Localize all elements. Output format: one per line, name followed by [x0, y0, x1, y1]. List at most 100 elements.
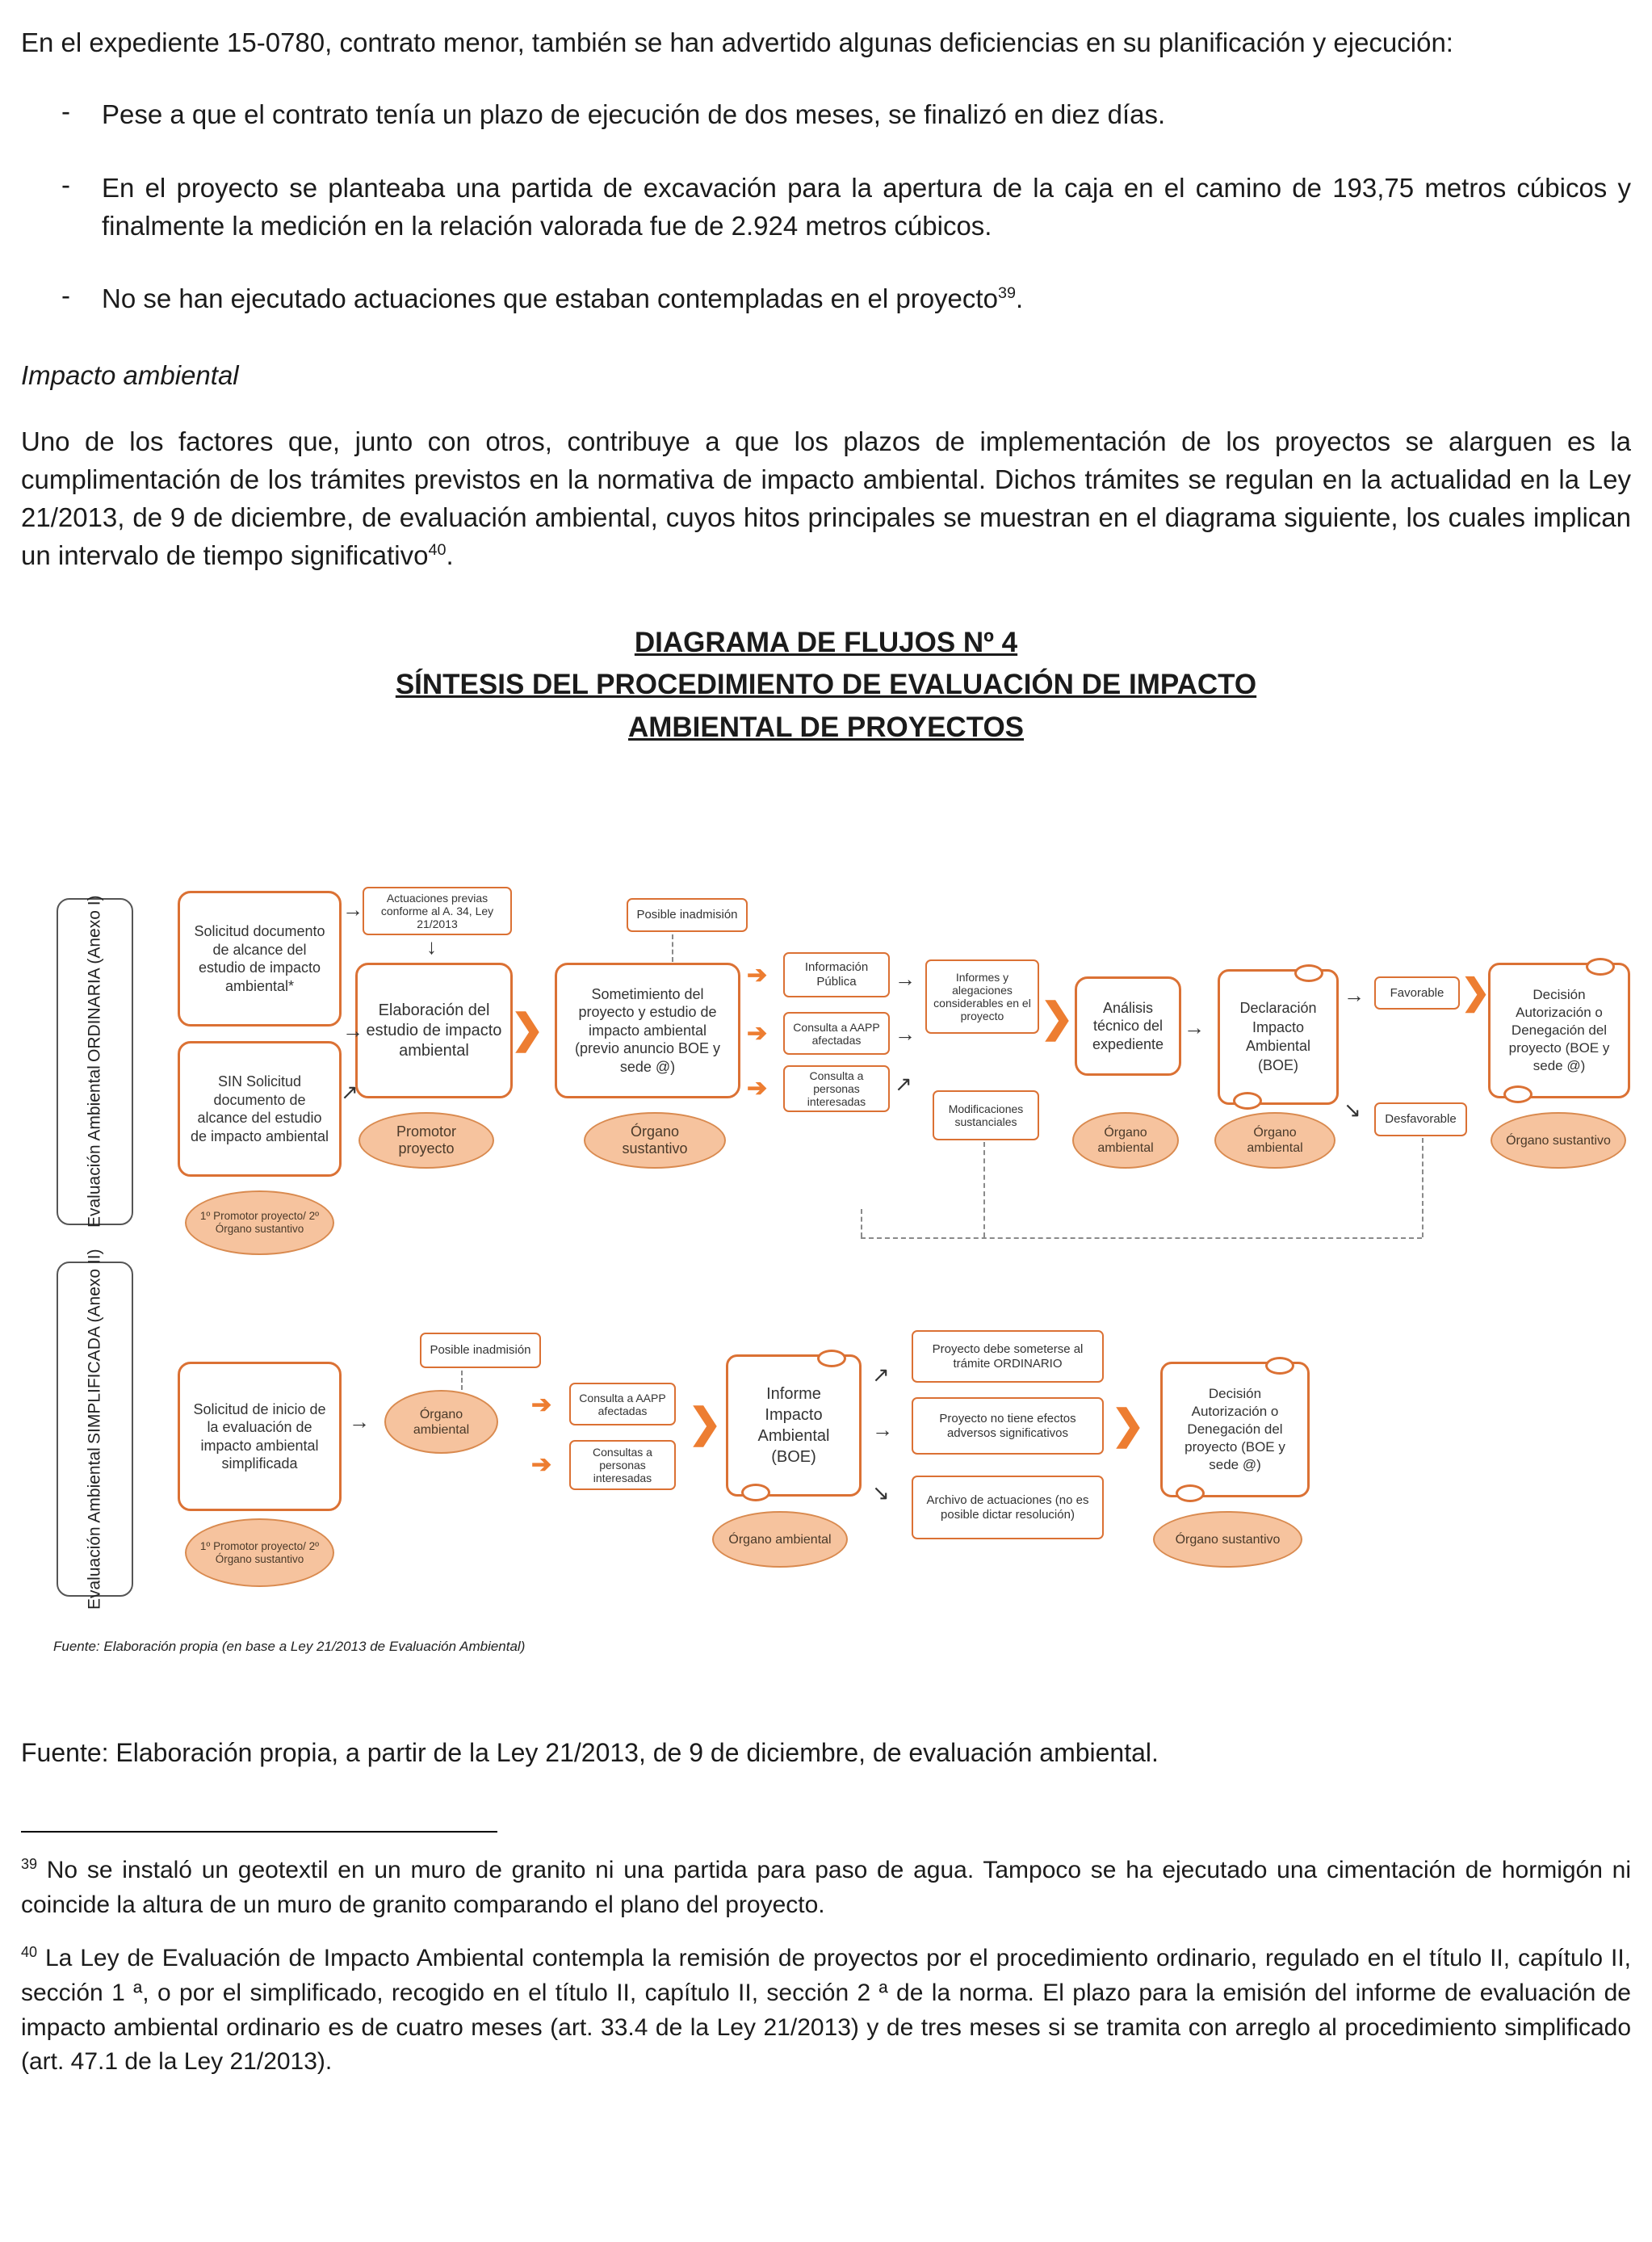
node-organo-ambiental-4: Órgano ambiental — [712, 1511, 848, 1568]
chevron-arrow-icon: ❯ — [1461, 972, 1491, 1013]
node-consulta-aapp-2: Consulta a AAPP afectadas — [569, 1383, 676, 1426]
black-arrow-icon: → — [895, 967, 916, 992]
node-sin-solicitud: SIN Solicitud documento de alcance del e… — [178, 1041, 342, 1178]
node-organo-sustantivo-3: Órgano sustantivo — [1153, 1511, 1302, 1568]
paragraph-intro: En el expediente 15-0780, contrato menor… — [21, 24, 1631, 62]
orange-arrow-icon: ➔ — [747, 962, 768, 989]
node-promotor-organo-1: 1º Promotor proyecto/ 2º Órgano sustanti… — [185, 1190, 334, 1256]
bullet-marker: - — [61, 95, 70, 126]
period: . — [446, 540, 454, 570]
black-arrow-icon: → — [872, 1417, 893, 1442]
bullet-text-3: No se han ejecutado actuaciones que esta… — [102, 280, 1631, 318]
black-arrow-icon: → — [342, 897, 363, 922]
dashed-connector — [861, 1237, 1422, 1240]
bullet-text-3-body: No se han ejecutado actuaciones que esta… — [102, 283, 998, 314]
node-archivo-actuaciones: Archivo de actuaciones (no es posible di… — [912, 1476, 1104, 1540]
figure-title-line-2: SÍNTESIS DEL PROCEDIMIENTO DE EVALUACIÓN… — [395, 669, 1257, 701]
bullet-text-2: En el proyecto se planteaba una partida … — [102, 172, 1631, 241]
black-arrow-icon: → — [1344, 983, 1365, 1008]
node-informacion-publica: Información Pública — [783, 952, 890, 998]
footnote-40-text: La Ley de Evaluación de Impacto Ambienta… — [21, 1945, 1632, 2076]
paragraph-impacto: Uno de los factores que, junto con otros… — [21, 423, 1631, 574]
bullet-marker: - — [61, 280, 70, 311]
list-item: - No se han ejecutado actuaciones que es… — [21, 280, 1631, 318]
node-consultas-personas-2: Consultas a personas interesadas — [569, 1440, 676, 1491]
black-arrow-icon: ↗ — [872, 1362, 890, 1388]
node-actuaciones-previas: Actuaciones previas conforme al A. 34, L… — [363, 887, 512, 936]
black-arrow-icon: → — [349, 1409, 370, 1434]
chevron-arrow-icon: ❯ — [510, 1006, 544, 1052]
node-consulta-personas-1: Consulta a personas interesadas — [783, 1065, 890, 1113]
node-promotor-organo-2: 1º Promotor proyecto/ 2º Órgano sustanti… — [185, 1518, 334, 1588]
dashed-connector — [461, 1371, 463, 1391]
black-arrow-icon: ↗ — [341, 1080, 358, 1105]
node-organo-ambiental-3: Órgano ambiental — [384, 1390, 498, 1455]
node-decision-2: Decisión Autorización o Denegación del p… — [1160, 1357, 1310, 1503]
footnote-39-text: No se instaló un geotextil en un muro de… — [21, 1857, 1631, 1918]
node-sometimiento: Sometimiento del proyecto y estudio de i… — [555, 963, 740, 1099]
chevron-arrow-icon: ❯ — [688, 1400, 722, 1446]
period: . — [1015, 283, 1024, 314]
paragraph-impacto-text: Uno de los factores que, junto con otros… — [21, 426, 1631, 570]
node-organo-ambiental-1: Órgano ambiental — [1072, 1112, 1179, 1169]
paragraph-intro-text: En el expediente 15-0780, contrato menor… — [21, 27, 1453, 57]
black-arrow-icon: → — [342, 1018, 363, 1043]
dashed-connector — [1422, 1138, 1423, 1238]
node-organo-sustantivo-2: Órgano sustantivo — [1491, 1112, 1626, 1169]
figure-title: DIAGRAMA DE FLUJOS Nº 4 SÍNTESIS DEL PRO… — [21, 622, 1631, 749]
node-consulta-aapp-1: Consulta a AAPP afectadas — [783, 1012, 890, 1056]
list-item: - En el proyecto se planteaba una partid… — [21, 170, 1631, 246]
lane-ordinaria: Evaluación Ambiental ORDINARIA (Anexo I) — [57, 896, 133, 1228]
dashed-connector — [861, 1209, 862, 1238]
node-proyecto-ordinario: Proyecto debe someterse al trámite ORDIN… — [912, 1330, 1104, 1383]
footnote-39: 39 No se instaló un geotextil en un muro… — [21, 1854, 1631, 1922]
list-item: - Pese a que el contrato tenía un plazo … — [21, 96, 1631, 134]
footnote-ref-39: 39 — [997, 284, 1016, 303]
footnote-40: 40 La Ley de Evaluación de Impacto Ambie… — [21, 1942, 1631, 2079]
lane-simplificada: Evaluación Ambiental SIMPLIFICADA (Anexo… — [57, 1249, 133, 1610]
node-posible-inadmision-2: Posible inadmisión — [420, 1333, 541, 1369]
figure-source: Fuente: Elaboración propia, a partir de … — [21, 1738, 1159, 1768]
lane-simplificada-label: Evaluación Ambiental SIMPLIFICADA (Anexo… — [85, 1249, 104, 1610]
node-informe-impacto: Informe Impacto Ambiental (BOE) — [726, 1350, 862, 1502]
node-desfavorable: Desfavorable — [1374, 1102, 1467, 1137]
footnote-ref-40: 40 — [428, 540, 447, 559]
orange-arrow-icon: ➔ — [747, 1075, 768, 1102]
orange-arrow-icon: ➔ — [531, 1451, 552, 1479]
node-posible-inadmision-1: Posible inadmisión — [627, 898, 748, 933]
node-organo-ambiental-2: Órgano ambiental — [1214, 1112, 1335, 1169]
node-promotor-proyecto: Promotor proyecto — [358, 1112, 494, 1169]
black-arrow-icon: → — [1184, 1015, 1205, 1040]
node-elaboracion: Elaboración del estudio de impacto ambie… — [355, 963, 513, 1099]
bullet-text-1: Pese a que el contrato tenía un plazo de… — [102, 99, 1166, 129]
node-organo-sustantivo-1: Órgano sustantivo — [584, 1112, 726, 1169]
dashed-connector — [983, 1142, 985, 1238]
lane-ordinaria-label: Evaluación Ambiental ORDINARIA (Anexo I) — [85, 896, 104, 1228]
black-arrow-icon: ↓ — [426, 934, 437, 959]
figure-title-line-3: AMBIENTAL DE PROYECTOS — [627, 711, 1025, 743]
black-arrow-icon: ↘ — [872, 1480, 890, 1505]
black-arrow-icon: → — [895, 1022, 916, 1047]
black-arrow-icon: ↗ — [895, 1072, 912, 1097]
node-solicitud-alcance: Solicitud documento de alcance del estud… — [178, 891, 342, 1027]
bullet-marker: - — [61, 169, 70, 199]
orange-arrow-icon: ➔ — [747, 1020, 768, 1048]
chevron-arrow-icon: ❯ — [1040, 995, 1074, 1041]
chevron-arrow-icon: ❯ — [1111, 1402, 1145, 1448]
node-analisis-tecnico: Análisis técnico del expediente — [1075, 976, 1181, 1077]
figure-title-line-1: DIAGRAMA DE FLUJOS Nº 4 — [634, 626, 1018, 658]
black-arrow-icon: ↘ — [1344, 1098, 1361, 1123]
flow-diagram: Evaluación Ambiental ORDINARIA (Anexo I)… — [21, 870, 1631, 1682]
footnote-separator — [21, 1831, 497, 1833]
orange-arrow-icon: ➔ — [531, 1392, 552, 1419]
node-favorable: Favorable — [1374, 976, 1460, 1010]
footnote-39-number: 39 — [21, 1856, 38, 1873]
node-proyecto-no-efectos: Proyecto no tiene efectos adversos signi… — [912, 1397, 1104, 1455]
section-heading: Impacto ambiental — [21, 360, 239, 391]
node-modificaciones: Modificaciones sustanciales — [933, 1090, 1039, 1141]
footnote-40-number: 40 — [21, 1944, 38, 1961]
node-decision-1: Decisión Autorización o Denegación del p… — [1488, 958, 1630, 1104]
node-solicitud-inicio: Solicitud de inicio de la evaluación de … — [178, 1362, 342, 1512]
dashed-connector — [672, 934, 673, 963]
